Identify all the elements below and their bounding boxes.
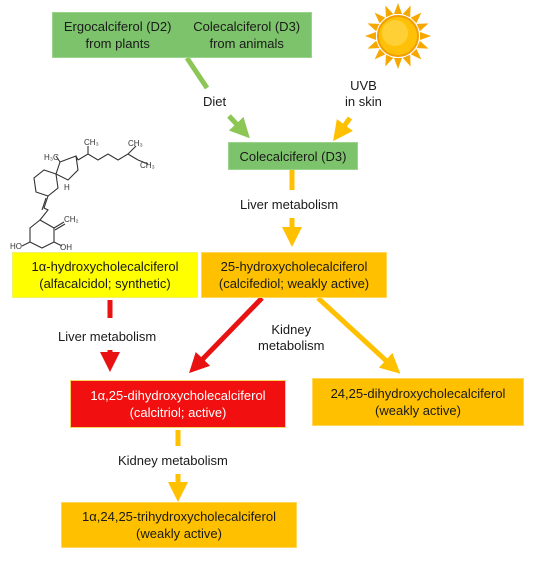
- calcifediol-name: 25-hydroxycholecalciferol: [220, 259, 368, 274]
- calcitriol-box: 1α,25-dihydroxycholecalciferol (calcitri…: [70, 380, 286, 428]
- kidney-line-2: metabolism: [258, 338, 325, 353]
- atom-label: CH₃: [84, 138, 99, 147]
- liver-metabolism-label-left: Liver metabolism: [58, 329, 157, 344]
- uvb-line-1: UVB: [350, 78, 377, 93]
- kidney-orange-arrow: [316, 296, 401, 374]
- ergocalciferol-name: Ergocalciferol (D2): [63, 19, 172, 34]
- ergocalciferol-origin: from plants: [85, 36, 150, 51]
- kidney-line-1: Kidney: [271, 322, 312, 337]
- atom-label: CH₃: [128, 139, 143, 148]
- kidney-red-arrow: [189, 296, 264, 374]
- diet-label: Diet: [203, 94, 227, 109]
- uvb-line-2: in skin: [345, 94, 382, 109]
- sun-icon: [365, 3, 431, 69]
- trihydroxy-note: (weakly active): [136, 526, 222, 541]
- alfacalcidol-structure-diagram: H₃C CH₃ CH₃ CH₃ H CH₂ HO OH: [10, 138, 155, 252]
- atom-label: CH₃: [140, 161, 155, 170]
- kidney-metabolism-label: Kidney metabolism: [258, 322, 324, 354]
- uvb-arrow: [333, 116, 353, 142]
- alfacalcidol-name: 1α-hydroxycholecalciferol: [31, 259, 179, 274]
- dihydroxy-24-25-note: (weakly active): [375, 403, 461, 418]
- alfacalcidol-box: 1α-hydroxycholecalciferol (alfacalcidol;…: [12, 252, 198, 298]
- diet-arrow-upper: [184, 56, 210, 90]
- dihydroxy-24-25-box: 24,25-dihydroxycholecalciferol (weakly a…: [312, 378, 524, 426]
- dietary-sources-box: Ergocalciferol (D2) from plants Colecalc…: [52, 12, 312, 58]
- colecalciferol-name: Colecalciferol (D3): [193, 19, 301, 34]
- colecalciferol-box: Colecalciferol (D3): [228, 142, 358, 170]
- liver-metabolism-label: Liver metabolism: [240, 197, 339, 212]
- uvb-label: UVB in skin: [345, 78, 382, 110]
- calcifediol-note: (calcifediol; weakly active): [218, 276, 370, 291]
- atom-label: CH₂: [64, 215, 79, 224]
- dihydroxy-24-25-name: 24,25-dihydroxycholecalciferol: [330, 386, 506, 401]
- atom-label: OH: [60, 243, 72, 252]
- colecalciferol-origin: from animals: [209, 36, 284, 51]
- atom-label: H₃C: [44, 153, 59, 162]
- trihydroxy-name: 1α,24,25-trihydroxycholecalciferol: [82, 509, 276, 524]
- atom-label: HO: [10, 242, 22, 251]
- atom-label: H: [64, 183, 70, 192]
- alfacalcidol-note: (alfacalcidol; synthetic): [39, 276, 171, 291]
- trihydroxy-box: 1α,24,25-trihydroxycholecalciferol (weak…: [61, 502, 297, 548]
- calcitriol-name: 1α,25-dihydroxycholecalciferol: [90, 388, 266, 403]
- kidney-metabolism-label-bottom: Kidney metabolism: [118, 453, 228, 468]
- calcifediol-box: 25-hydroxycholecalciferol (calcifediol; …: [201, 252, 387, 298]
- diet-arrow-lower: [227, 114, 250, 139]
- colecalciferol-source: Colecalciferol (D3) from animals: [193, 18, 300, 52]
- calcitriol-note: (calcitriol; active): [129, 405, 227, 420]
- ergocalciferol-source: Ergocalciferol (D2) from plants: [64, 18, 172, 52]
